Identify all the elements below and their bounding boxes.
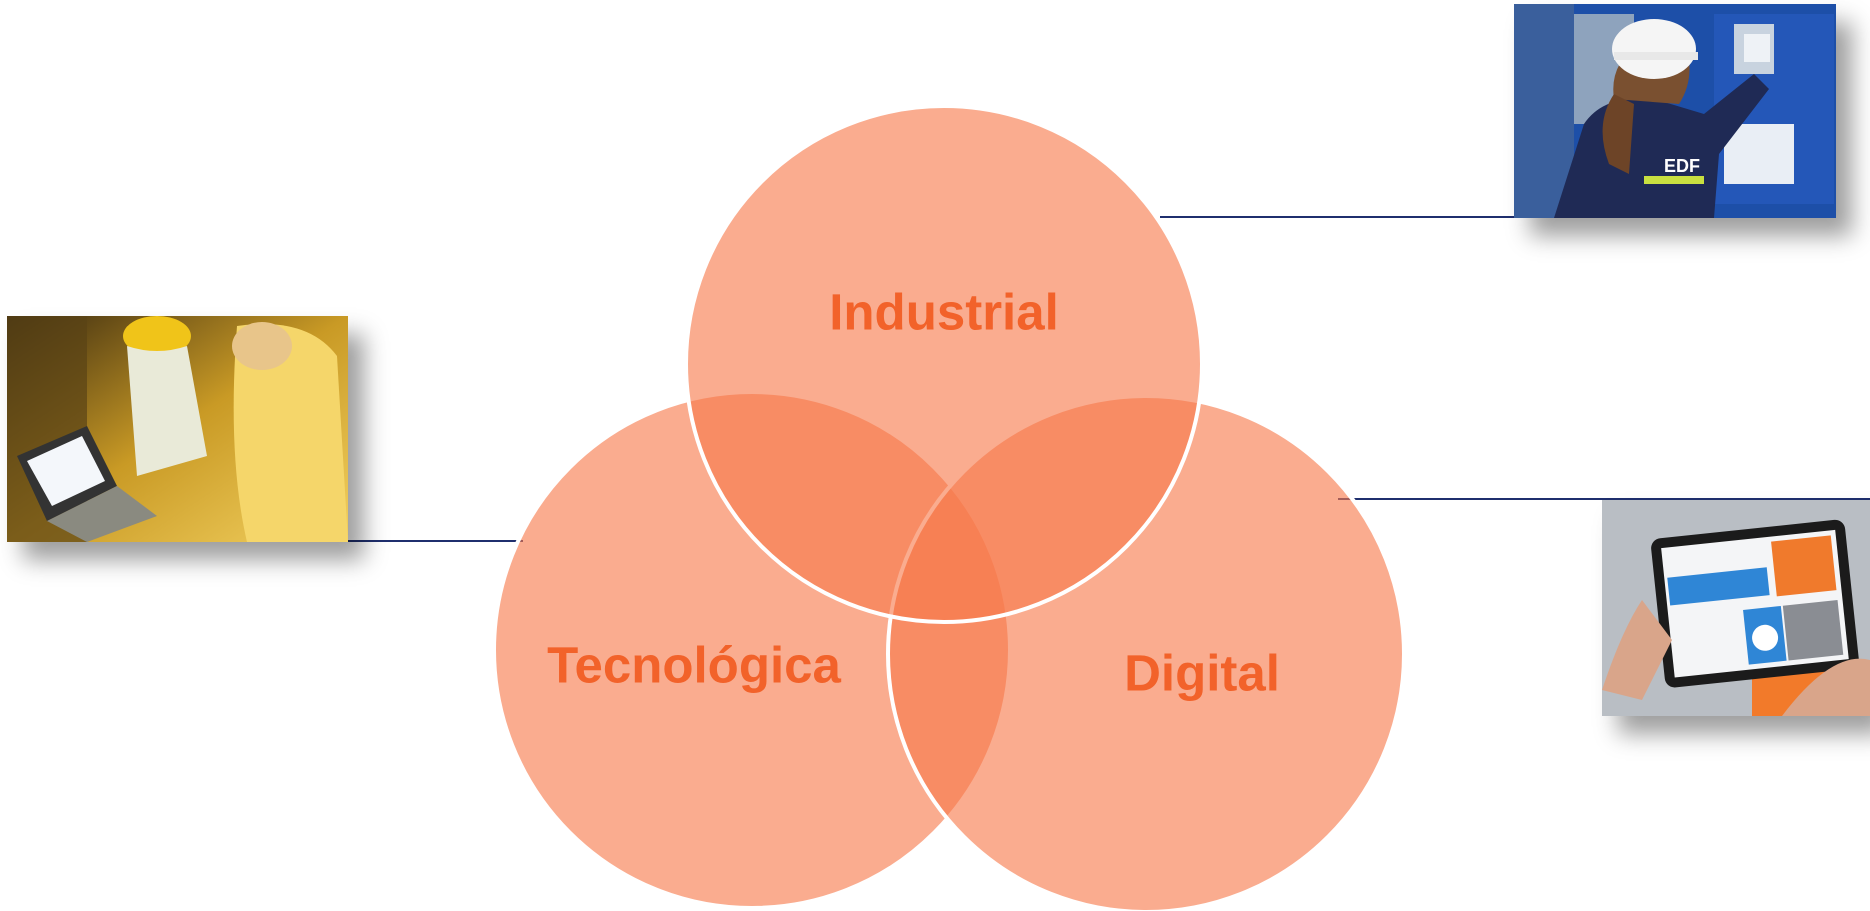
label-industrial: Industrial [829, 283, 1059, 341]
label-tecnologica: Tecnológica [547, 636, 841, 694]
venn-circles [492, 104, 1406, 911]
circle-industrial [684, 104, 1204, 624]
engineer-image: EDF [1514, 4, 1836, 218]
industrial-photo: EDF [1514, 4, 1836, 218]
edf-badge-text: EDF [1664, 156, 1700, 176]
technicians-image [7, 316, 348, 542]
label-digital: Digital [1124, 644, 1280, 702]
tecnologica-photo [7, 316, 348, 542]
tablet-image [1602, 500, 1870, 716]
digital-photo [1602, 500, 1870, 716]
